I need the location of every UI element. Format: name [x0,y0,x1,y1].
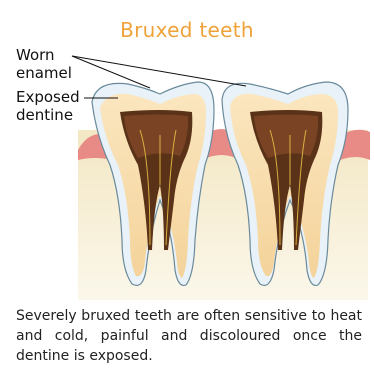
caption-text: Severely bruxed teeth are often sensitiv… [16,306,362,366]
worn-enamel-leader-2 [72,56,246,86]
exposed-dentine-label: Exposed dentine [16,88,96,124]
teeth-illustration [0,0,374,300]
worn-enamel-label: Worn enamel [16,46,86,82]
